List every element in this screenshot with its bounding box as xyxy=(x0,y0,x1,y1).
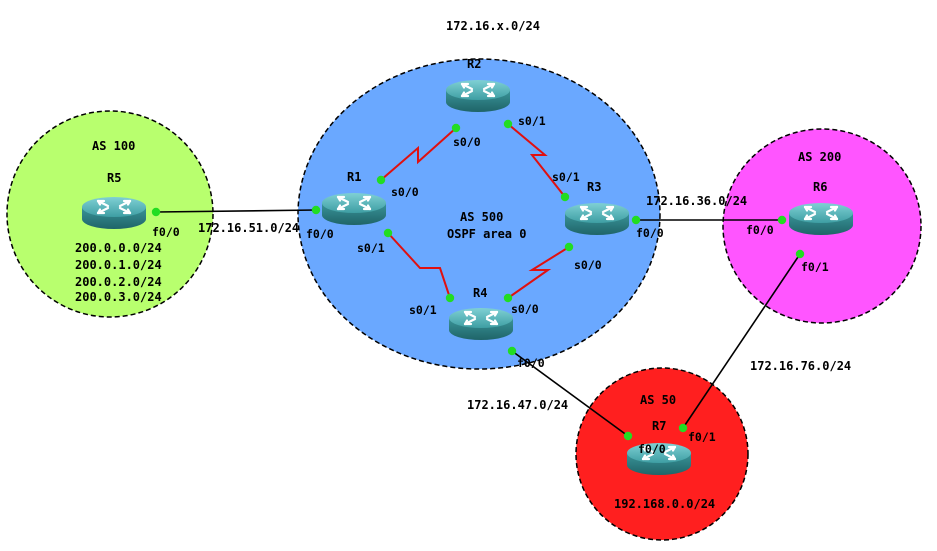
r5-network-1: 200.0.0.0/24 xyxy=(75,241,162,255)
router-r6-icon[interactable] xyxy=(787,201,855,237)
router-r1-icon[interactable] xyxy=(320,191,388,227)
r1-s0-1-label: s0/1 xyxy=(357,241,385,255)
router-r6-name: R6 xyxy=(813,180,827,194)
port-dot xyxy=(311,205,321,215)
link-r1-r4 xyxy=(387,232,451,299)
port-dot xyxy=(678,423,688,433)
as500-label: AS 500 xyxy=(460,210,503,224)
r2-s0-1-label: s0/1 xyxy=(518,114,546,128)
port-dot xyxy=(451,123,461,133)
as50-label: AS 50 xyxy=(640,393,676,407)
router-r2-icon[interactable] xyxy=(444,78,512,114)
router-r7-name: R7 xyxy=(652,419,666,433)
r5-network-3: 200.0.2.0/24 xyxy=(75,275,162,289)
r1-f0-0-label: f0/0 xyxy=(306,227,334,241)
r5-network-2: 200.0.1.0/24 xyxy=(75,258,162,272)
port-dot xyxy=(795,249,805,259)
port-dot xyxy=(623,431,633,441)
port-dot xyxy=(151,207,161,217)
link-r6-r7-subnet: 172.16.76.0/24 xyxy=(750,359,851,373)
r4-s0-1-label: s0/1 xyxy=(409,303,437,317)
r3-s0-1-label: s0/1 xyxy=(552,170,580,184)
port-dot xyxy=(631,215,641,225)
subnet-label-top: 172.16.x.0/24 xyxy=(446,19,540,33)
r4-f0-0-label: f0/0 xyxy=(517,356,545,370)
r4-s0-0-label: s0/0 xyxy=(511,302,539,316)
port-dots xyxy=(151,119,805,441)
as500-ospf-label: OSPF area 0 xyxy=(447,227,526,241)
r5-network-4: 200.0.3.0/24 xyxy=(75,290,162,304)
router-r3-icon[interactable] xyxy=(563,201,631,237)
as100-label: AS 100 xyxy=(92,139,135,153)
ethernet-links xyxy=(155,209,801,437)
router-r1-name: R1 xyxy=(347,170,361,184)
as200-label: AS 200 xyxy=(798,150,841,164)
link-r3-r4 xyxy=(507,246,570,299)
router-r5-name: R5 xyxy=(107,171,121,185)
router-r5-icon[interactable] xyxy=(80,195,148,231)
port-dot xyxy=(445,293,455,303)
router-r2-name: R2 xyxy=(467,57,481,71)
link-r6-r7 xyxy=(682,253,801,429)
link-r5-r1-subnet: 172.16.51.0/24 xyxy=(198,221,299,235)
router-r4-icon[interactable] xyxy=(447,306,515,342)
link-r4-r7 xyxy=(511,350,629,437)
r3-s0-0-label: s0/0 xyxy=(574,258,602,272)
port-dot xyxy=(376,175,386,185)
r7-f0-0-label: f0/0 xyxy=(638,442,666,456)
as500-area xyxy=(297,58,661,370)
link-r3-r6-subnet: 172.16.36.0/24 xyxy=(646,194,747,208)
port-dot xyxy=(564,242,574,252)
port-dot xyxy=(777,215,787,225)
router-r3-name: R3 xyxy=(587,180,601,194)
link-r1-r2 xyxy=(380,127,457,181)
port-dot xyxy=(503,293,513,303)
serial-links xyxy=(380,123,570,299)
link-r2-r3 xyxy=(507,123,566,198)
link-r5-r1 xyxy=(155,209,317,213)
r5-f0-0-label: f0/0 xyxy=(152,225,180,239)
port-dot xyxy=(503,119,513,129)
r3-f0-0-label: f0/0 xyxy=(636,226,664,240)
r2-s0-0-label: s0/0 xyxy=(453,135,481,149)
r1-s0-0-label: s0/0 xyxy=(391,185,419,199)
r7-f0-1-label: f0/1 xyxy=(688,430,716,444)
r6-f0-0-label: f0/0 xyxy=(746,223,774,237)
port-dot xyxy=(383,228,393,238)
link-r4-r7-subnet: 172.16.47.0/24 xyxy=(467,398,568,412)
r7-network: 192.168.0.0/24 xyxy=(614,497,715,511)
router-r4-name: R4 xyxy=(473,286,487,300)
port-dot xyxy=(507,346,517,356)
port-dot xyxy=(560,192,570,202)
r6-f0-1-label: f0/1 xyxy=(801,260,829,274)
